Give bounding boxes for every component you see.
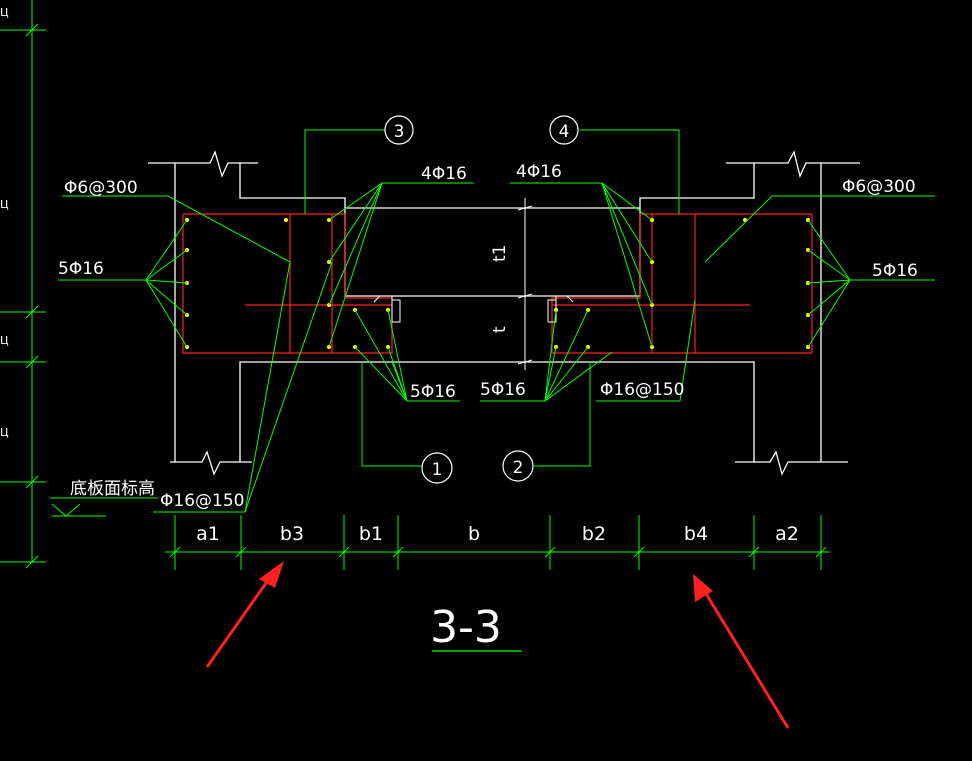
dim-label-a1: a1: [196, 523, 220, 545]
thickness-dimension: [517, 198, 533, 370]
annotation-arrow-right: [693, 574, 790, 729]
dim-label-b4: b4: [684, 523, 708, 545]
label-side-left: 5Φ16: [58, 259, 104, 279]
left-dimension-strip: [0, 0, 46, 569]
dim-label-b3: b3: [280, 523, 304, 545]
gap-details: [373, 295, 574, 323]
slab-elevation-label: 底板面标高: [70, 479, 155, 499]
detail-marker-1-circle: [421, 452, 453, 484]
dim-label-b2: b2: [582, 523, 606, 545]
slab-elevation-marker: [50, 497, 158, 517]
structure-outline: [148, 150, 860, 476]
detail-marker-3-circle: [384, 115, 414, 145]
detail-marker-1: 1: [432, 460, 443, 480]
label-bottom-right: 5Φ16: [480, 380, 526, 400]
dim-label-b: b: [468, 523, 480, 545]
label-side-right: 5Φ16: [872, 261, 918, 281]
thickness-label-t: t: [490, 326, 510, 333]
leader-lines: [58, 129, 935, 513]
section-title: 3-3: [430, 602, 502, 653]
detail-marker-2-circle: [502, 450, 534, 482]
label-stirrup-right: Φ6@300: [842, 177, 916, 197]
label-bottom-left: 5Φ16: [410, 382, 456, 402]
dim-label-b1: b1: [359, 523, 383, 545]
dimension-chain: [165, 515, 830, 570]
label-top-left: 4Φ16: [421, 164, 467, 184]
side-label-3: Ц: [0, 334, 9, 347]
detail-marker-3: 3: [394, 122, 405, 142]
dim-label-a2: a2: [775, 523, 799, 545]
detail-marker-4: 4: [559, 122, 570, 142]
thickness-label-t1: t1: [490, 245, 510, 262]
annotation-arrow-left: [205, 561, 284, 668]
detail-marker-2: 2: [513, 458, 524, 478]
label-spacing-right: Φ16@150: [600, 380, 684, 400]
side-label-1: Ц: [0, 6, 9, 19]
side-label-2: Ц: [0, 198, 9, 211]
label-spacing-left: Φ16@150: [160, 491, 244, 511]
side-label-4: Ц: [0, 426, 9, 439]
detail-markers: [384, 115, 579, 484]
detail-marker-4-circle: [549, 115, 579, 145]
label-top-right: 4Φ16: [516, 162, 562, 182]
label-stirrup-left: Φ6@300: [64, 178, 138, 198]
